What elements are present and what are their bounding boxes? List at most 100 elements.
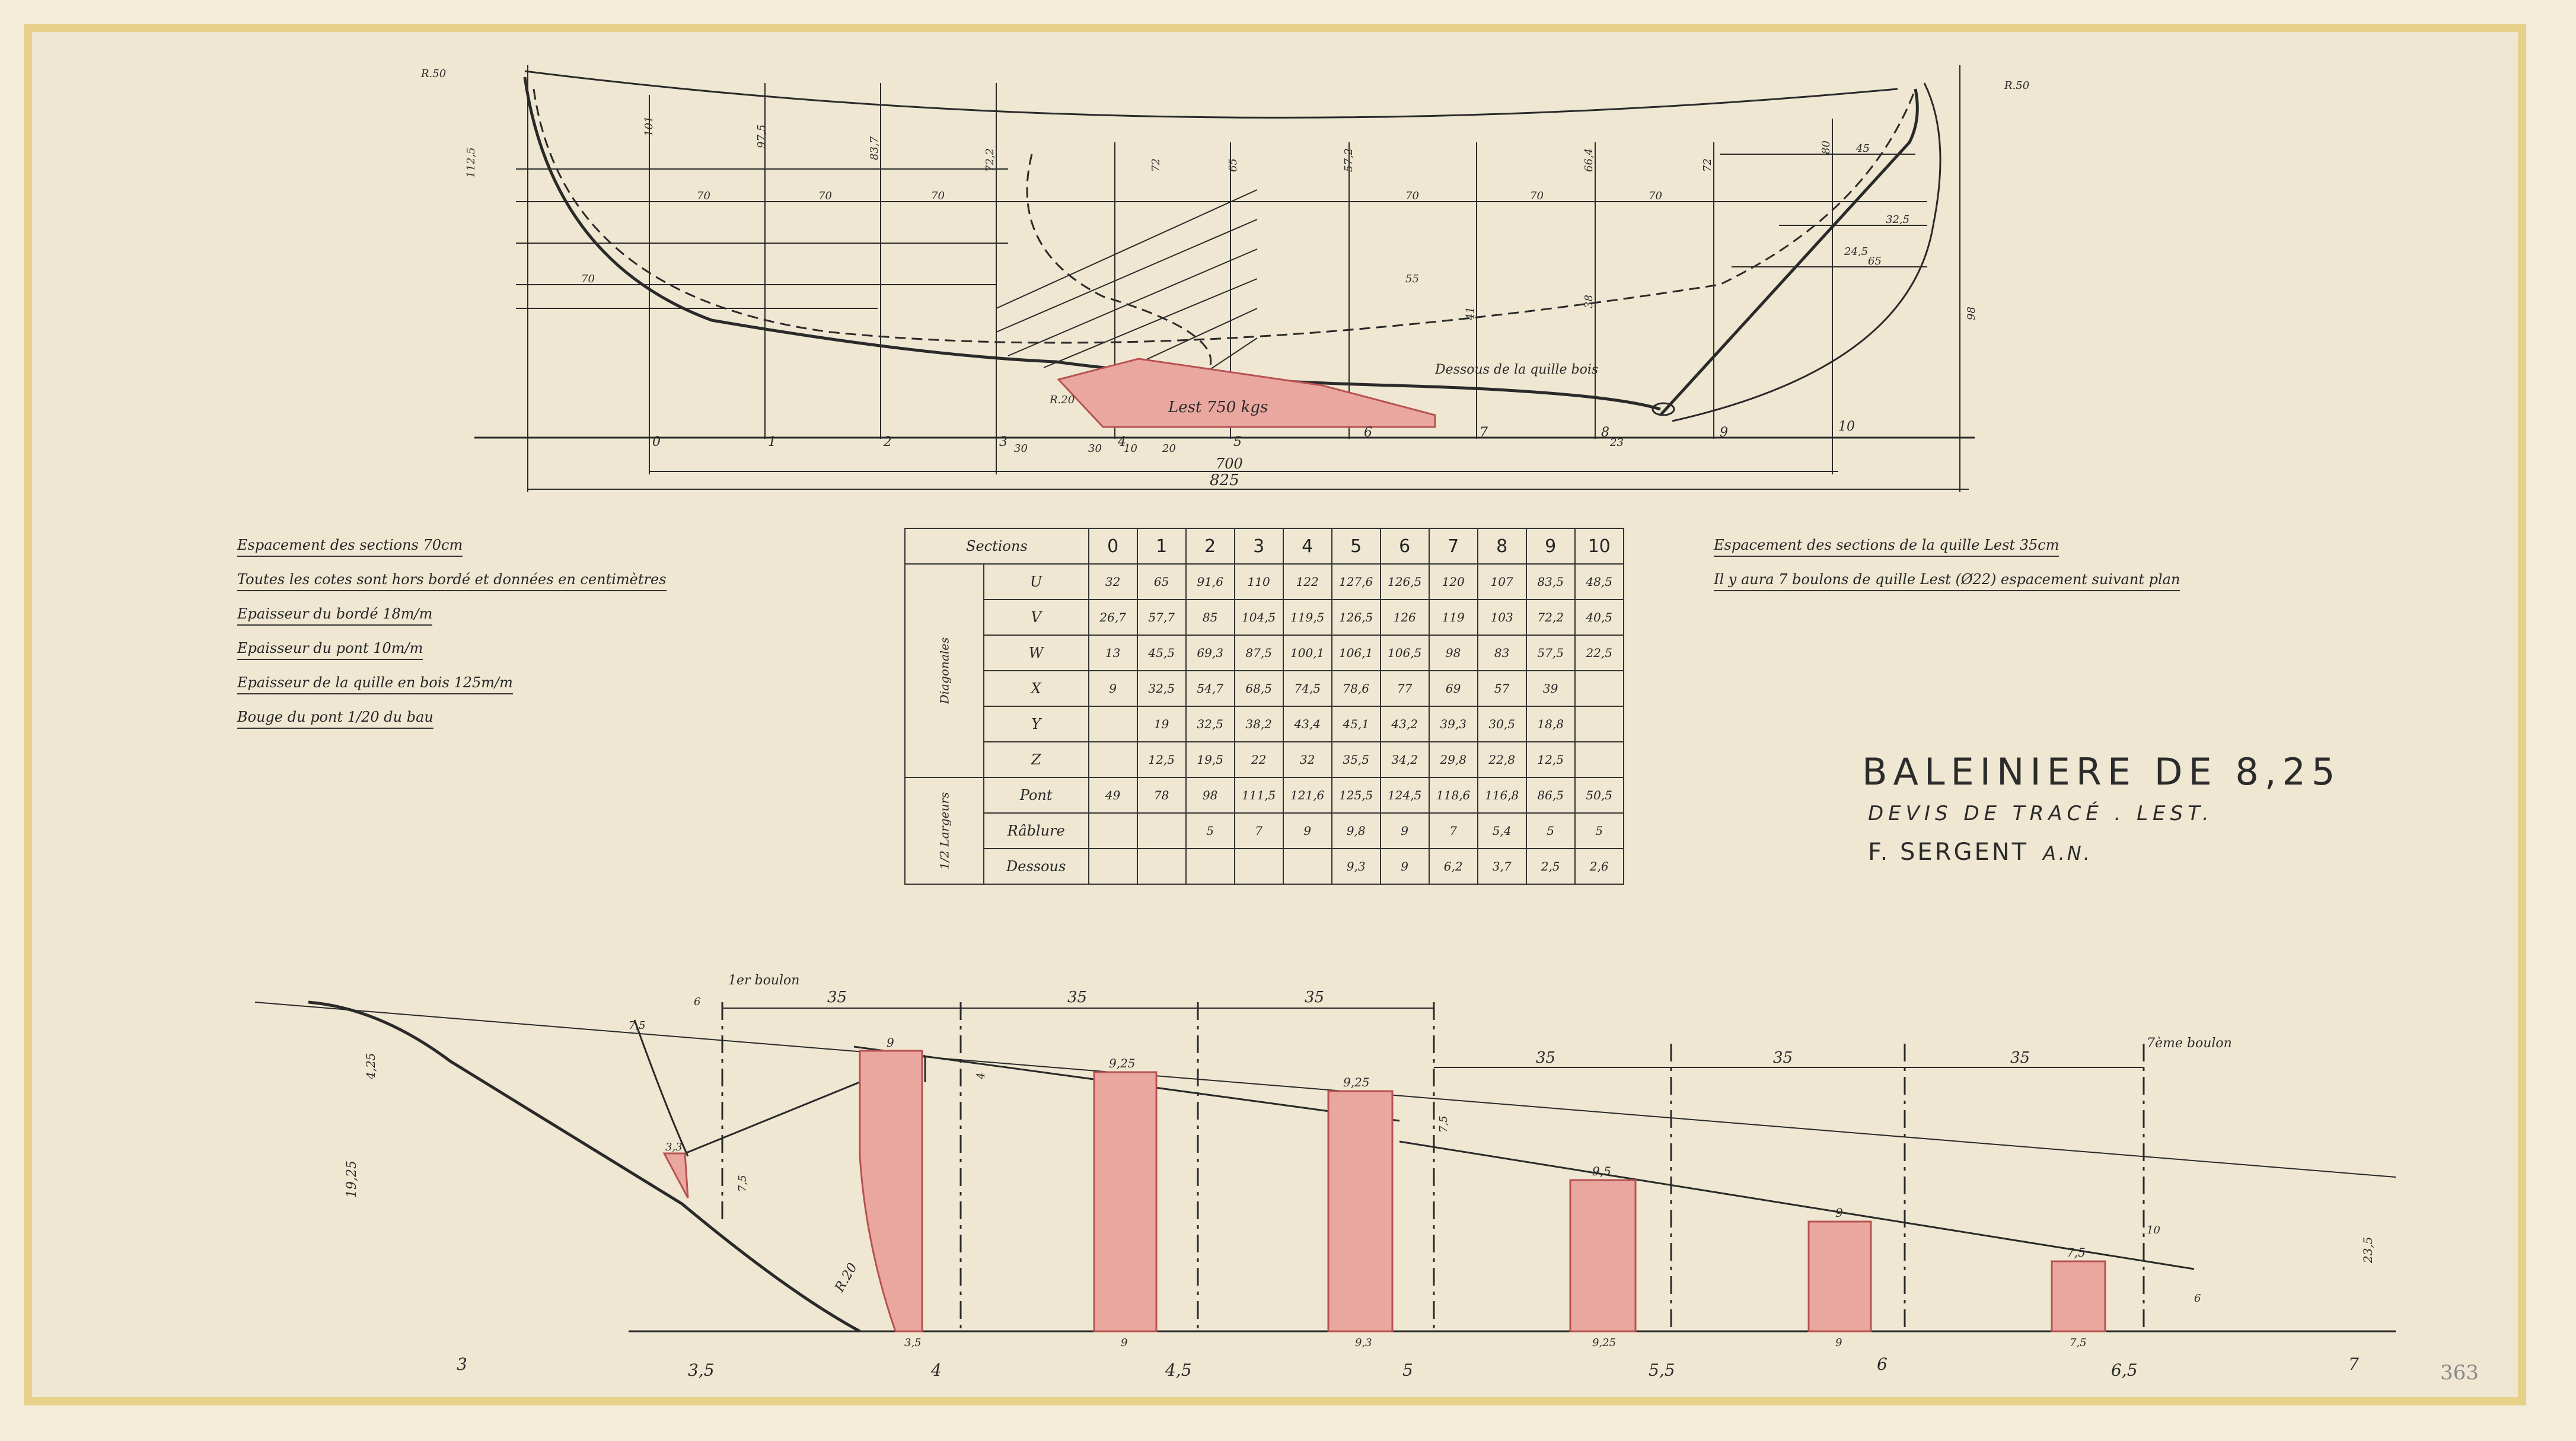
row-label: Pont [983, 777, 1089, 814]
wl-value-4: 70 [1530, 190, 1544, 202]
table-cell [1574, 670, 1624, 707]
ballast-note-2: Il y aura 7 boulons de quille Lest (Ø22)… [1714, 571, 2180, 591]
table-cell: 35,5 [1331, 741, 1381, 778]
drawing-title: BALEINIERE DE 8,25 [1862, 750, 2341, 793]
table-cell: 13 [1088, 635, 1138, 671]
table-cell: 26,7 [1088, 599, 1138, 636]
section-number-1: 1 [768, 435, 776, 449]
table-cell [1088, 741, 1138, 778]
table-cell: 124,5 [1379, 777, 1430, 814]
construction-notes: Espacement des sections 70cm Toutes les … [237, 537, 771, 743]
wl-value-5: 70 [1649, 190, 1662, 202]
col-header: 9 [1525, 528, 1576, 565]
row-label: V [983, 599, 1089, 636]
table-cell: 48,5 [1574, 563, 1624, 600]
table-cell: 2,6 [1574, 848, 1624, 885]
section-number-6: 6 [1364, 425, 1372, 440]
table-cell: 43,2 [1379, 706, 1430, 742]
table-cell: 7 [1233, 812, 1284, 849]
table-cell: 34,2 [1379, 741, 1430, 778]
bar-top-1: 9 [887, 1035, 894, 1050]
table-cell: 119,5 [1282, 599, 1332, 636]
table-cell: 57 [1477, 670, 1527, 707]
table-cell [1233, 848, 1284, 885]
table-cell: 40,5 [1574, 599, 1624, 636]
ballast-note-1: Espacement des sections de la quille Les… [1714, 537, 2059, 557]
table-cell: 5 [1185, 812, 1235, 849]
detail-top-reference-line [254, 1002, 2396, 1178]
table-cell: 83,5 [1525, 563, 1576, 600]
wl-value-11: 24,5 [1844, 246, 1868, 258]
table-cell: 49 [1088, 777, 1138, 814]
diagonal-x [1043, 278, 1258, 368]
wl-value-9: 45 [1856, 142, 1870, 155]
table-cell: 72,2 [1525, 599, 1576, 636]
small-dim-4: 4 [975, 1073, 987, 1080]
station-5-5: 5,5 [1649, 1360, 1675, 1380]
table-cell: 22,5 [1574, 635, 1624, 671]
table-cell: 45,5 [1136, 635, 1187, 671]
table-cell: 87,5 [1233, 635, 1284, 671]
section-number-7: 7 [1480, 425, 1488, 440]
table-cell: 9 [1379, 812, 1430, 849]
height-label-11: 72 [1701, 158, 1714, 172]
section-number-4: 4 [1117, 435, 1126, 449]
note-6: Bouge du pont 1/20 du bau [237, 709, 433, 729]
table-cell: 120 [1428, 563, 1478, 600]
small-dim-6: 10 [2147, 1224, 2160, 1236]
wl-value-3: 70 [1405, 190, 1419, 202]
table-cell: 126,5 [1379, 563, 1430, 600]
table-cell: 39 [1525, 670, 1576, 707]
col-header: 7 [1428, 528, 1478, 565]
section-number-5: 5 [1233, 435, 1242, 449]
table-cell: 12,5 [1525, 741, 1576, 778]
table-cell: 2,5 [1525, 848, 1576, 885]
wl-value-10: 32,5 [1886, 213, 1909, 226]
group-label-text: Diagonales [937, 637, 952, 704]
hull-bottom-line [523, 76, 1661, 411]
height-label-8: 41 [1464, 307, 1477, 321]
keel-length-label: 700 [1216, 455, 1243, 472]
table-cell: 9 [1282, 812, 1332, 849]
table-cell: 57,7 [1136, 599, 1187, 636]
table-cell: 121,6 [1282, 777, 1332, 814]
col-header: 8 [1477, 528, 1527, 565]
note-4: Epaisseur du pont 10m/m [237, 640, 423, 660]
table-header-row: Sections 0 1 2 3 4 5 6 7 8 9 10 [904, 528, 1624, 565]
table-cell: 65 [1136, 563, 1187, 600]
bar-bottom-4: 9,25 [1592, 1337, 1616, 1349]
table-cell: 78,6 [1331, 670, 1381, 707]
station-4-5: 4,5 [1165, 1360, 1192, 1380]
ballast-notes: Espacement des sections de la quille Les… [1714, 537, 2180, 605]
height-label-1: 101 [643, 116, 655, 136]
overall-length-label: 825 [1210, 471, 1239, 489]
table-cell: 22 [1233, 741, 1284, 778]
table-cell: 119 [1428, 599, 1478, 636]
table-cell: 78 [1136, 777, 1187, 814]
table-cell [1185, 848, 1235, 885]
table-cell: 5 [1574, 812, 1624, 849]
table-cell: 68,5 [1233, 670, 1284, 707]
table-cell: 104,5 [1233, 599, 1284, 636]
table-cell: 116,8 [1477, 777, 1527, 814]
table-cell: 98 [1185, 777, 1235, 814]
table-cell: 125,5 [1331, 777, 1381, 814]
table-cell: 50,5 [1574, 777, 1624, 814]
offset-bottom-3: 20 [1162, 442, 1176, 455]
ballast-bar-4 [1569, 1179, 1637, 1332]
table-cell: 77 [1379, 670, 1430, 707]
bolt-last-label: 7ème boulon [2147, 1036, 2232, 1051]
keel-label: Dessous de la quille bois [1434, 362, 1598, 377]
height-label-5: 72 [1150, 158, 1162, 172]
col-header: 5 [1331, 528, 1381, 565]
section-curve [1026, 154, 1212, 368]
spacing-5: 35 [1773, 1049, 1793, 1067]
spacing-2: 35 [1067, 989, 1087, 1006]
height-label-0: 112,5 [465, 147, 477, 178]
station-3: 3 [457, 1354, 467, 1374]
table-cell: 83 [1477, 635, 1527, 671]
table-cell [1088, 848, 1138, 885]
